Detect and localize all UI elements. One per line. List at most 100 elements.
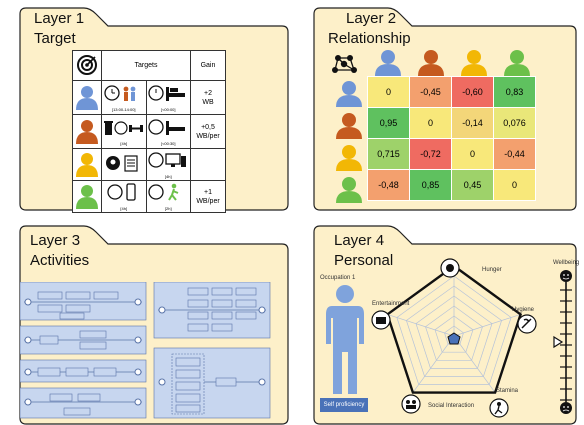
person-yellow-icon	[336, 145, 362, 171]
clock-bed-icon	[148, 119, 186, 135]
radar-grid-ring	[405, 285, 503, 377]
matrix-cell: 0	[451, 138, 494, 170]
occupation-label: Occupation 1	[320, 275, 356, 281]
matrix-cell: 0,85	[409, 169, 452, 201]
layer3-title-line2: Activities	[30, 252, 90, 269]
table-row: [4h] [<00:30] +0,5 WB/per	[72, 114, 226, 149]
target-cell: [13:00-14:00]	[101, 80, 147, 115]
radar-axis	[412, 335, 455, 393]
target-sub1: [4h]	[120, 141, 128, 146]
matrix-cell: 0	[493, 169, 536, 201]
radar-axis	[387, 314, 455, 337]
entertainment-icon	[371, 310, 391, 330]
axis-label-social-interaction: Social Interaction	[428, 403, 475, 409]
gain-value: +1 WB/per	[190, 180, 226, 213]
matrix-cell: -0,60	[451, 76, 494, 108]
radar-grid-ring	[434, 315, 474, 353]
target-cell: [<00:30]	[145, 114, 191, 149]
target-cell: [4h]	[101, 180, 147, 213]
matrix-cell: 0,715	[367, 138, 410, 170]
activity-workflows	[20, 282, 271, 419]
gain-value: +0,5 WB/per	[190, 114, 226, 149]
target-cell: [4h]	[145, 148, 191, 181]
axis-label-entertainment: Entertainment	[372, 301, 410, 307]
matrix-cell: 0,83	[493, 76, 536, 108]
person-orange-icon	[418, 50, 444, 76]
workflow-diagram	[20, 282, 147, 321]
clock-people-icon	[104, 85, 136, 101]
gain-value: +2 WB	[190, 80, 226, 115]
gain-value	[190, 148, 226, 181]
target-cell	[101, 148, 147, 181]
target-cell: [<00:00]	[145, 80, 191, 115]
person-yellow-icon	[461, 50, 487, 76]
wellbeing-scale	[553, 270, 572, 414]
hygiene-icon	[517, 314, 537, 334]
header-targets: Targets	[101, 50, 191, 81]
person-green-icon	[72, 180, 102, 213]
workflow-diagram	[153, 347, 271, 419]
clock-computer-icon	[148, 152, 187, 168]
target-table: Targets Gain [13:00-14:00] [<00:00] +2 W…	[72, 50, 226, 213]
matrix-cell: 0	[367, 76, 410, 108]
table-row: [4h]	[72, 148, 226, 181]
layer4-title-line1: Layer 4	[334, 232, 385, 249]
self-proficiency-label: Self proficiency	[320, 398, 368, 412]
clock-bed-icon	[148, 85, 186, 101]
person-orange-icon	[336, 113, 362, 139]
matrix-cell: -0,72	[409, 138, 452, 170]
layer4-panel: Layer 4 Personal	[308, 218, 584, 425]
layer2-title: Layer 2 Relationship	[328, 10, 411, 47]
wellbeing-marker	[553, 335, 564, 349]
layer1-title: Layer 1 Target	[34, 10, 84, 47]
network-icon	[332, 55, 357, 73]
person-green-icon	[504, 50, 530, 76]
radar-grid-ring	[396, 275, 512, 385]
table-row: [4h] [2h] +1 WB/per	[72, 180, 226, 213]
workflow-diagram	[20, 387, 147, 419]
radar-grid-ring	[425, 305, 483, 361]
layer3-title-line1: Layer 3	[30, 232, 81, 249]
target-cell: [4h]	[101, 114, 147, 149]
matrix-cell: -0,44	[493, 138, 536, 170]
layer3-title: Layer 3 Activities	[30, 232, 89, 269]
matrix-cell: 0,076	[493, 107, 536, 139]
target-sub1: [4h]	[120, 206, 128, 211]
radar-grid-ring	[415, 295, 493, 369]
person-yellow-icon	[72, 148, 102, 181]
workflow-diagram	[20, 325, 147, 355]
person-blue-icon	[375, 50, 401, 76]
layer1-title-line2: Target	[34, 30, 76, 47]
personal-radar	[385, 264, 523, 394]
matrix-cell: 0	[409, 107, 452, 139]
axis-label-hunger: Hunger	[482, 267, 502, 273]
header-gain: Gain	[190, 50, 226, 81]
matrix-cell: -0,45	[409, 76, 452, 108]
clock-walker-icon	[148, 183, 179, 201]
radar-axis	[453, 314, 521, 337]
matrix-cell: 0,95	[367, 107, 410, 139]
layer4-title-line2: Personal	[334, 252, 394, 269]
layer4-folder-shape	[313, 225, 577, 425]
hunger-icon	[440, 258, 460, 278]
target-sub2: [<00:00]	[160, 107, 176, 112]
head-book-icon	[105, 154, 138, 172]
matrix-cell: -0,14	[451, 107, 494, 139]
social-interaction-icon	[401, 394, 421, 414]
clock-phone-icon	[107, 183, 136, 201]
person-blue-icon	[72, 80, 102, 115]
trash-clock-dumbbell-icon	[103, 121, 143, 135]
target-sub2: [2h]	[164, 206, 172, 211]
axis-label-hygiene: Hygiene	[512, 307, 535, 313]
target-sub1: [13:00-14:00]	[111, 107, 136, 112]
radar-axis	[453, 335, 496, 393]
layer2-title-line2: Relationship	[328, 30, 411, 47]
wellbeing-label: Wellbeing	[553, 260, 580, 266]
target-icon	[72, 50, 102, 81]
layer4-title: Layer 4 Personal	[334, 232, 393, 269]
